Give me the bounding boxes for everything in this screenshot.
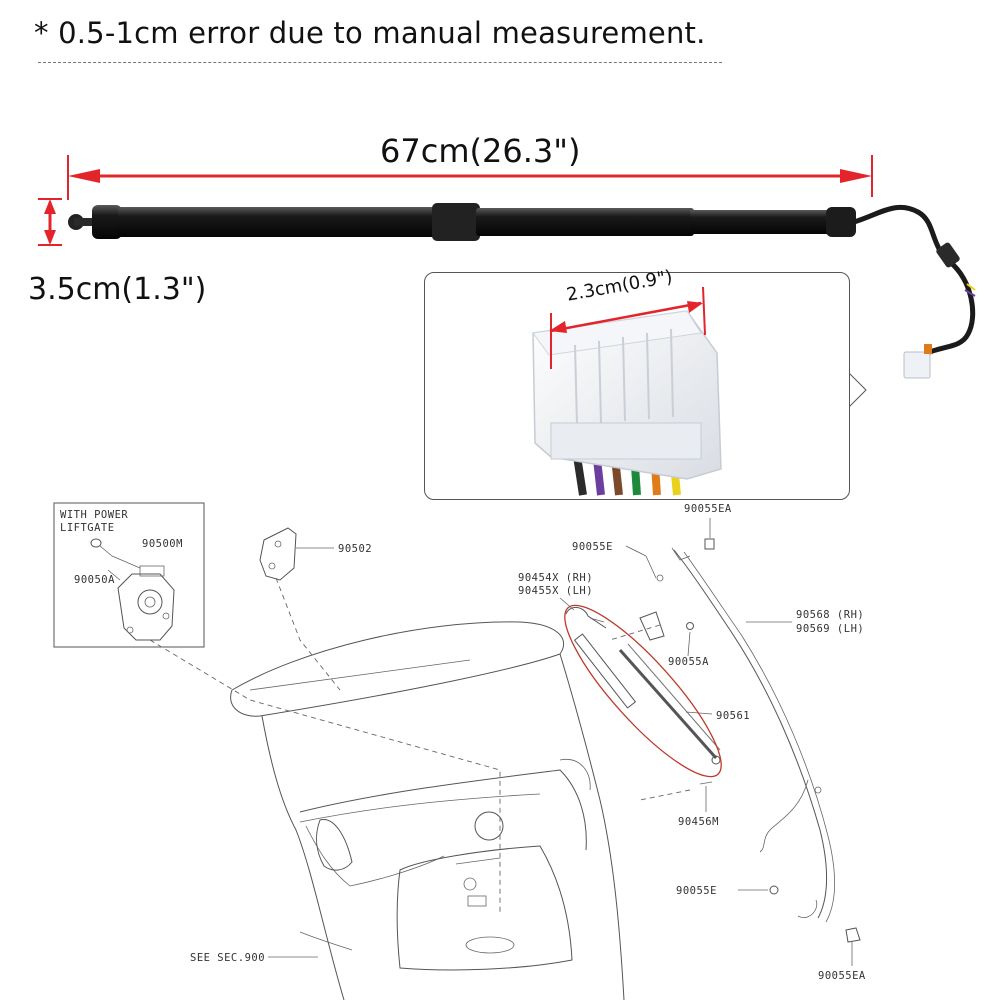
part-90502: 90502 <box>338 543 372 555</box>
part-90456m: 90456M <box>678 816 719 828</box>
measurement-note: * 0.5-1cm error due to manual measuremen… <box>34 16 706 50</box>
part-90569: 90569 (LH) <box>796 623 864 635</box>
part-90455x: 90455X (LH) <box>518 585 593 597</box>
part-90055ea-top: 90055EA <box>684 503 732 515</box>
length-label: 67cm(26.3") <box>380 132 581 170</box>
connector-closeup-inset <box>424 272 850 500</box>
liftgate-outline <box>230 621 625 1000</box>
see-section-label: SEE SEC.900 <box>190 952 265 964</box>
box-title-line-1: WITH POWER <box>60 509 128 521</box>
highlight-ellipse <box>564 604 722 778</box>
part-90055a: 90055A <box>668 656 709 668</box>
part-90561: 90561 <box>716 710 750 722</box>
power-liftgate-strut <box>68 203 976 379</box>
part-90454x: 90454X (RH) <box>518 572 593 584</box>
part-90050a: 90050A <box>74 574 115 586</box>
part-90055e-top: 90055E <box>572 541 613 553</box>
diagram-strut <box>565 607 721 765</box>
callout-pointer <box>847 371 867 409</box>
part-90055ea-bottom: 90055EA <box>818 970 866 982</box>
leader-lines <box>149 577 691 912</box>
connector-drawing <box>532 286 722 496</box>
part-90055e-bottom: 90055E <box>676 885 717 897</box>
connector-width-arrow <box>549 286 706 369</box>
part-90568: 90568 (RH) <box>796 609 864 621</box>
power-liftgate-box: WITH POWER LIFTGATE 90500M 90050A <box>53 502 205 648</box>
latch-90502: 90502 <box>259 527 372 581</box>
length-dimension-arrow <box>67 155 873 200</box>
parts-diagram: WITH POWER LIFTGATE 90500M 90050A 90502 <box>53 502 866 1000</box>
right-parts-group: 90055EA 90055E 90454X (RH) 90455X (LH) 9… <box>518 503 866 982</box>
connector-housing <box>532 310 722 480</box>
note-divider <box>38 62 722 63</box>
box-title-line-2: LIFTGATE <box>60 522 115 534</box>
diameter-dimension-arrow <box>38 198 62 246</box>
part-90500m: 90500M <box>142 538 183 550</box>
diameter-label: 3.5cm(1.3") <box>28 272 207 307</box>
